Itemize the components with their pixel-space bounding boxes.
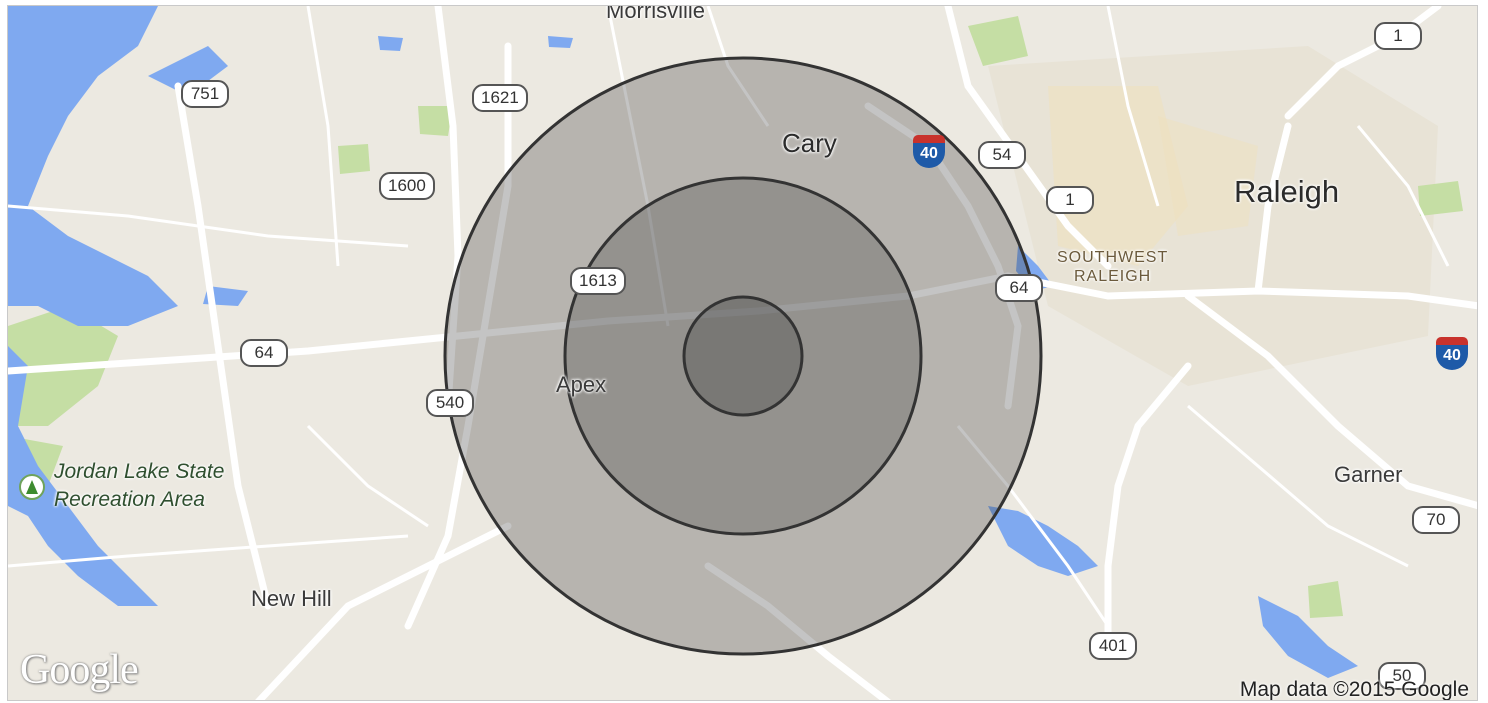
place-jordan-lake-line1: Jordan Lake State <box>54 460 225 483</box>
radius-circle-inner <box>682 295 804 417</box>
interstate-shield-number: 40 <box>913 143 945 168</box>
place-southwest-raleigh: SOUTHWEST RALEIGH <box>1057 248 1168 286</box>
route-shield-54: 54 <box>978 141 1026 169</box>
interstate-shield-top <box>913 135 945 144</box>
water <box>378 36 403 51</box>
water <box>148 46 228 96</box>
place-jordan-lake[interactable]: Jordan Lake State Recreation Area <box>54 458 224 514</box>
park-area <box>338 144 370 174</box>
place-southwest-raleigh-line2: RALEIGH <box>1073 268 1152 285</box>
water-lake-benson <box>1258 596 1358 678</box>
route-shield-1621: 1621 <box>472 84 528 112</box>
google-logo[interactable]: Google <box>20 647 139 693</box>
route-shield-1600: 1600 <box>379 172 435 200</box>
route-shield-1-central: 1 <box>1046 186 1094 214</box>
route-shield-1-north: 1 <box>1374 22 1422 50</box>
minor-roads <box>8 6 1450 627</box>
place-apex: Apex <box>556 372 607 397</box>
route-shield-401: 401 <box>1089 632 1137 660</box>
water-jordan-lake <box>8 6 178 326</box>
route-shield-1613: 1613 <box>570 267 626 295</box>
radius-circle-middle <box>563 176 923 536</box>
park-area <box>1418 181 1463 216</box>
map-attribution[interactable]: Map data ©2015 Google <box>1239 678 1469 701</box>
commercial-area <box>1048 86 1188 266</box>
radius-overlay <box>443 56 1043 656</box>
route-shield-64-east: 64 <box>995 274 1043 302</box>
park-area <box>968 16 1028 66</box>
commercial-area <box>1158 116 1258 236</box>
route-shield-50: 50 <box>1378 662 1426 690</box>
route-shield-751: 751 <box>181 80 229 108</box>
interstate-shield-40-east: 40 <box>1436 337 1468 371</box>
place-raleigh: Raleigh <box>1234 174 1340 209</box>
place-new-hill: New Hill <box>251 586 332 611</box>
map-canvas[interactable]: Morrisville Cary Raleigh SOUTHWEST RALEI… <box>7 5 1478 701</box>
interstate-shield-top <box>1436 337 1468 346</box>
place-morrisville: Morrisville <box>606 5 705 23</box>
interstate-shield-number: 40 <box>1436 345 1468 370</box>
route-shield-64-west: 64 <box>240 339 288 367</box>
radius-circle-outer <box>443 56 1043 656</box>
route-shield-540: 540 <box>426 389 474 417</box>
park-area <box>418 106 453 136</box>
place-jordan-lake-line2: Recreation Area <box>54 488 205 511</box>
place-cary: Cary <box>782 128 837 158</box>
park-tree-icon[interactable] <box>19 474 45 500</box>
route-shield-70: 70 <box>1412 506 1460 534</box>
water-lake-wheeler <box>988 506 1098 576</box>
interstate-shield-40-cary: 40 <box>913 135 945 169</box>
place-garner: Garner <box>1334 462 1403 487</box>
water <box>548 36 573 48</box>
water-jordan-lake-south <box>8 346 158 606</box>
place-southwest-raleigh-line1: SOUTHWEST <box>1057 249 1169 266</box>
map-base-layer <box>8 6 1477 700</box>
park-area <box>1308 581 1343 618</box>
